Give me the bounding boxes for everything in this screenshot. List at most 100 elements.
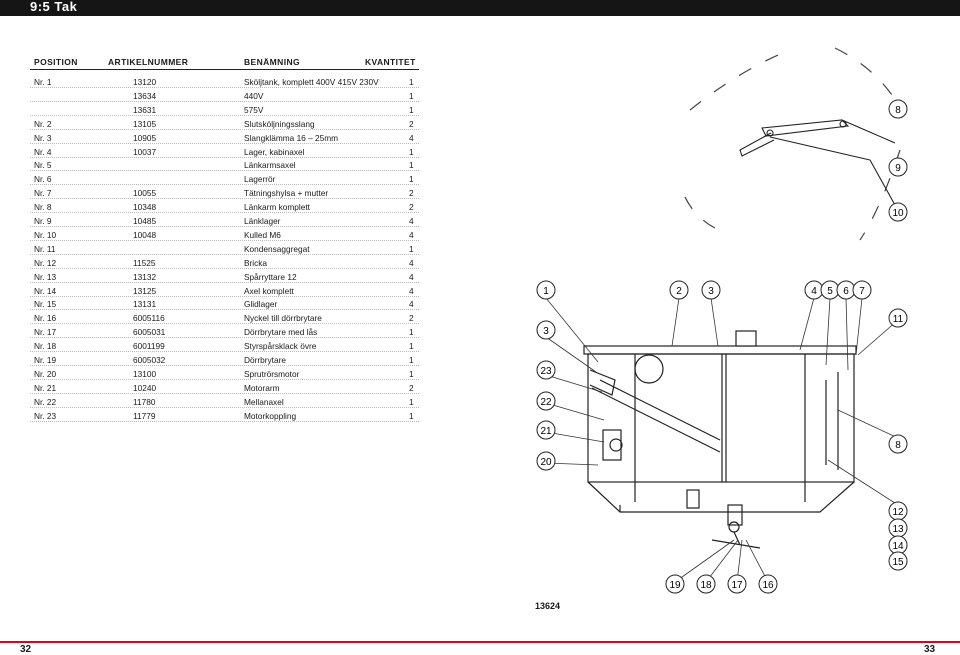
leader-lines	[545, 297, 899, 583]
callout-text: 13	[892, 524, 904, 535]
row-leader-line	[30, 392, 419, 394]
row-leader-line	[30, 239, 419, 241]
row-position: Nr. 12	[34, 257, 57, 268]
page-number-left: 32	[20, 644, 32, 655]
row-quantity: 1	[409, 396, 414, 407]
row-name: 575V	[244, 104, 264, 115]
row-article-number: 13105	[133, 118, 157, 129]
row-quantity: 1	[409, 243, 414, 254]
row-name: Länkarmsaxel	[244, 160, 296, 171]
callout-12: 12	[888, 501, 908, 521]
callout-text: 5	[827, 286, 833, 297]
page-title: 9:5 Tak	[30, 0, 78, 14]
row-article-number: 6001199	[133, 341, 165, 352]
row-leader-line	[30, 267, 419, 269]
row-name: Motorkoppling	[244, 410, 297, 421]
row-quantity: 2	[409, 118, 414, 129]
row-position: Nr. 10	[34, 229, 57, 240]
row-leader-line	[30, 142, 419, 144]
callout-text: 10	[892, 208, 904, 219]
row-name: Sköljtank, komplett 400V 415V 230V	[244, 77, 379, 87]
row-article-number: 10905	[133, 132, 157, 143]
callout-3-top: 3	[701, 280, 721, 300]
row-name: Motorarm	[244, 382, 280, 393]
row-quantity: 4	[409, 271, 414, 282]
row-leader-line	[30, 212, 419, 214]
row-quantity: 1	[409, 355, 414, 365]
row-article-number: 10485	[133, 216, 157, 226]
row-quantity: 1	[409, 160, 414, 171]
roof-outline	[679, 47, 901, 241]
row-leader-line	[30, 87, 419, 88]
callout-8-right: 8	[888, 434, 908, 454]
row-quantity: 1	[409, 410, 414, 421]
row-position: Nr. 8	[34, 202, 52, 213]
row-name: Kulled M6	[244, 229, 281, 240]
callout-13: 13	[888, 518, 908, 538]
callout-5: 5	[820, 280, 840, 300]
row-leader-line	[30, 170, 419, 172]
column-header-article: ARTIKELNUMMER	[108, 57, 189, 67]
column-header-position: POSITION	[34, 57, 78, 67]
callout-text: 12	[892, 507, 904, 518]
callout-text: 8	[895, 440, 901, 451]
row-quantity: 4	[409, 257, 414, 268]
row-quantity: 4	[409, 285, 414, 296]
row-name: Styrspårsklack övre	[244, 341, 317, 352]
callout-22: 22	[536, 391, 556, 411]
callout-3-left: 3	[536, 320, 556, 340]
row-article-number: 11779	[133, 410, 156, 421]
row-quantity: 2	[409, 382, 414, 393]
row-position: Nr. 16	[34, 313, 57, 324]
row-name: Lagerrör	[244, 174, 276, 185]
callout-14: 14	[888, 535, 908, 555]
callout-text: 2	[676, 286, 682, 297]
link-arm-assembly	[739, 119, 896, 206]
row-quantity: 1	[409, 104, 414, 115]
row-position: Nr. 2	[34, 118, 52, 129]
callout-text: 14	[892, 541, 904, 552]
row-article-number: 6005116	[133, 313, 165, 324]
callout-text: 9	[895, 163, 901, 174]
callout-group: 8 9 10 1 2 3 4 5 6 7 11 3 23 22 21 20 8 …	[536, 99, 908, 594]
column-header-quantity: KVANTITET	[365, 57, 416, 67]
callout-text: 15	[892, 557, 904, 568]
callout-17: 17	[727, 574, 747, 594]
row-quantity: 4	[409, 216, 414, 226]
row-article-number: 6005032	[133, 355, 166, 365]
row-quantity: 1	[409, 368, 414, 379]
callout-text: 11	[893, 314, 904, 325]
row-leader-line	[30, 114, 419, 116]
row-position: Nr. 15	[34, 299, 57, 310]
row-name: Glidlager	[244, 299, 278, 310]
row-article-number: 6005031	[133, 327, 166, 338]
row-quantity: 1	[409, 327, 414, 338]
callout-9: 9	[888, 157, 908, 177]
row-name: Sprutrörsmotor	[244, 368, 300, 379]
row-name: Kondensaggregat	[244, 243, 310, 254]
row-leader-line	[30, 128, 419, 130]
row-quantity: 1	[409, 77, 414, 87]
title-bar: 9:5 Tak	[0, 0, 960, 16]
row-position: Nr. 19	[34, 355, 57, 365]
callout-15: 15	[888, 551, 908, 571]
row-article-number: 10037	[133, 146, 157, 157]
callout-20: 20	[536, 451, 556, 471]
row-name: Bricka	[244, 257, 268, 268]
row-quantity: 4	[409, 299, 414, 310]
row-article-number: 13634	[133, 90, 157, 101]
row-quantity: 4	[409, 229, 414, 240]
row-quantity: 2	[409, 202, 414, 213]
callout-4: 4	[804, 280, 824, 300]
row-name: Tätningshylsa + mutter	[244, 188, 329, 199]
callout-8-top: 8	[888, 99, 908, 119]
row-leader-line	[30, 420, 419, 422]
row-article-number: 13631	[133, 104, 157, 115]
row-name: Slutsköljningsslang	[244, 118, 315, 129]
row-position: Nr. 9	[34, 216, 52, 226]
row-leader-line	[30, 309, 419, 311]
callout-text: 4	[811, 286, 817, 297]
row-article-number: 10048	[133, 229, 157, 240]
row-quantity: 4	[409, 132, 414, 143]
callout-text: 8	[895, 105, 901, 116]
